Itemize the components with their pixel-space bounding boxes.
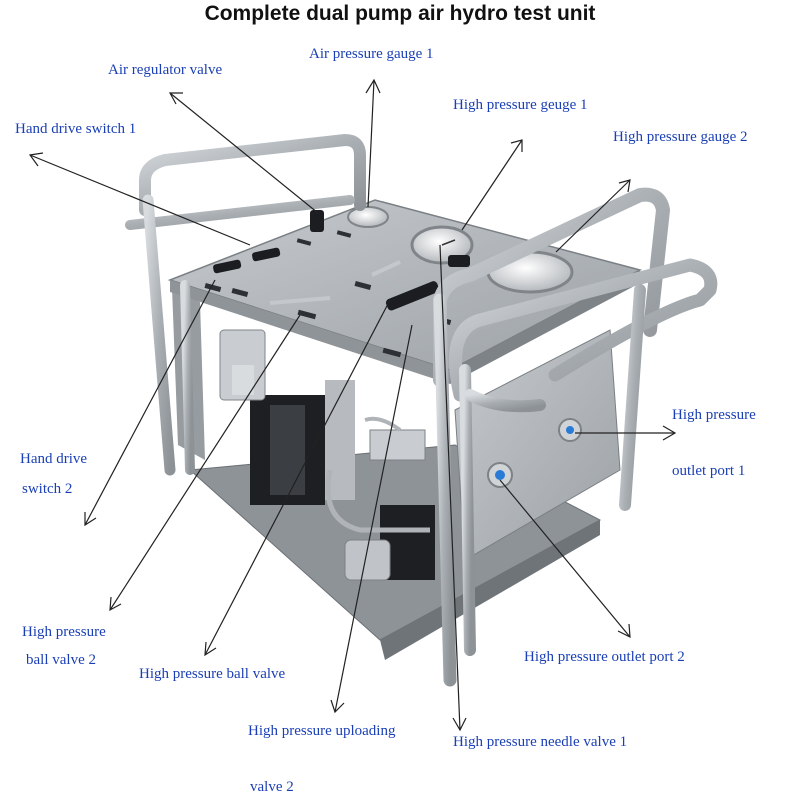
handles [213, 210, 470, 311]
diagram-title: Complete dual pump air hydro test unit [204, 2, 596, 25]
label-hand-drive-switch-1: Hand drive switch 1 [15, 121, 137, 137]
label-hand-drive-switch-2-line1: Hand drive [20, 451, 88, 467]
pump-assembly [219, 329, 582, 581]
label-high-pressure-uploading-valve-2-line2: valve 2 [250, 779, 294, 795]
label-high-pressure-outlet-1-line1: High pressure [672, 407, 756, 423]
label-high-pressure-outlet-2: High pressure outlet port 2 [524, 649, 685, 665]
label-high-pressure-needle-valve-1: High pressure needle valve 1 [453, 734, 628, 750]
label-air-regulator-valve: Air regulator valve [108, 62, 223, 78]
label-high-pressure-ball-valve-2-line2: ball valve 2 [26, 652, 96, 668]
label-air-pressure-gauge-1: Air pressure gauge 1 [309, 46, 434, 62]
label-high-pressure-gauge-1: High pressure geuge 1 [453, 97, 588, 113]
label-hand-drive-switch-2-line2: switch 2 [22, 481, 73, 497]
label-high-pressure-outlet-1-line2: outlet port 1 [672, 463, 746, 479]
label-high-pressure-uploading-valve-2-line1: High pressure uploading [248, 723, 396, 739]
label-high-pressure-gauge-2: High pressure gauge 2 [613, 129, 748, 145]
tube-frame [125, 134, 718, 687]
top-panel [167, 199, 643, 384]
leader-lines [28, 78, 677, 732]
label-high-pressure-ball-valve: High pressure ball valve [139, 666, 286, 682]
label-high-pressure-ball-valve-2-line1: High pressure [22, 624, 106, 640]
